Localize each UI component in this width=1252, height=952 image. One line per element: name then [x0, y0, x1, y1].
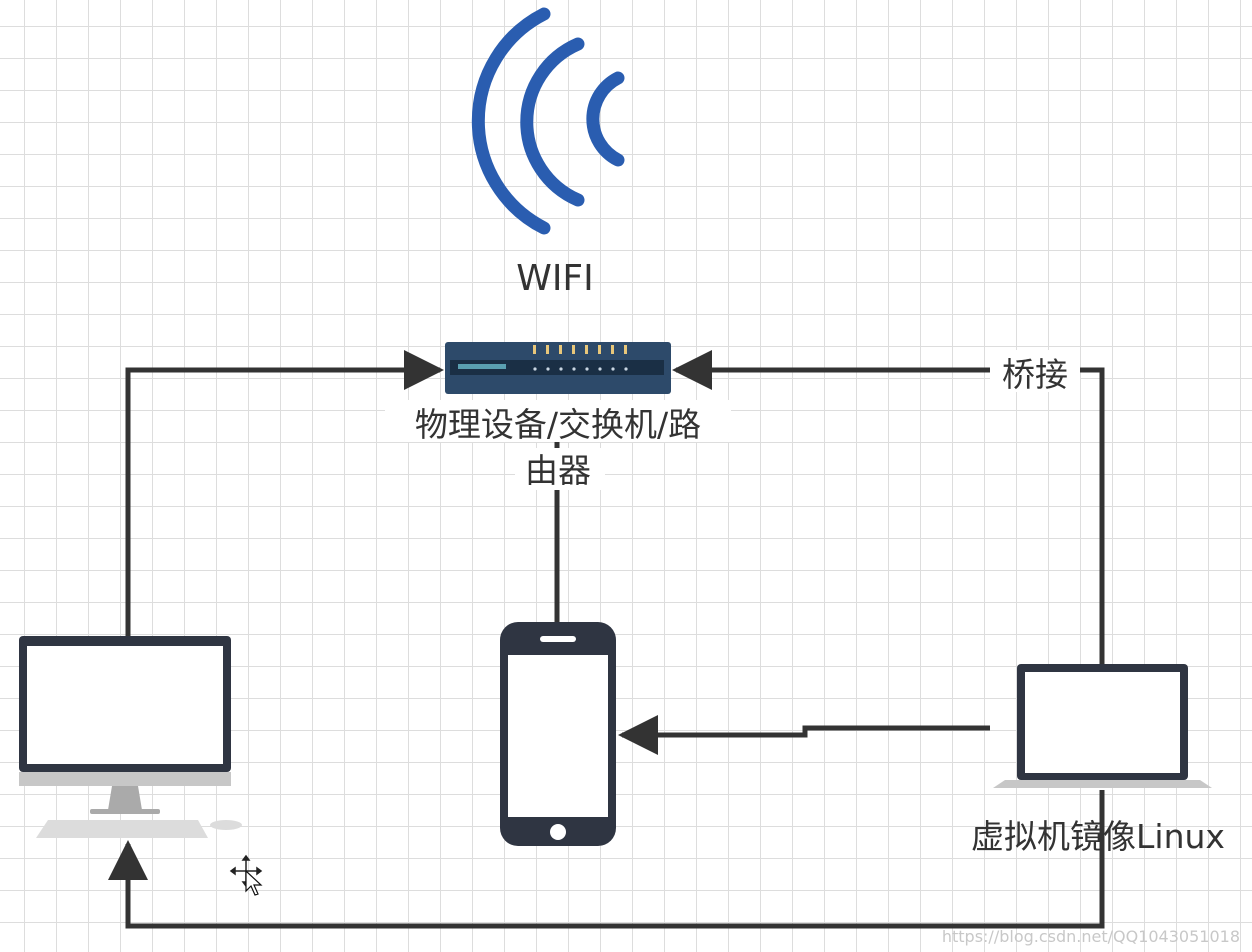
- wifi-label: WIFI: [516, 258, 594, 299]
- desktop-computer-icon: [19, 636, 242, 838]
- vm-label: 虚拟机镜像Linux: [971, 817, 1225, 856]
- bridge-label: 桥接: [1002, 355, 1068, 394]
- laptop-icon: [993, 664, 1212, 788]
- watermark: https://blog.csdn.net/QQ1043051018: [942, 927, 1240, 946]
- router-label-line2: 由器: [525, 451, 591, 490]
- wifi-icon: [471, 7, 625, 235]
- connector-laptop-to-phone: [618, 715, 990, 755]
- connector-desktop-to-router: [125, 350, 444, 638]
- smartphone-icon: [500, 622, 616, 846]
- router-icon: [445, 342, 671, 394]
- move-cursor-icon: [229, 854, 263, 896]
- router-label-line1: 物理设备/交换机/路: [415, 405, 701, 444]
- connector-laptop-to-desktop: [108, 790, 1105, 929]
- connector-laptop-to-router: [672, 350, 1105, 668]
